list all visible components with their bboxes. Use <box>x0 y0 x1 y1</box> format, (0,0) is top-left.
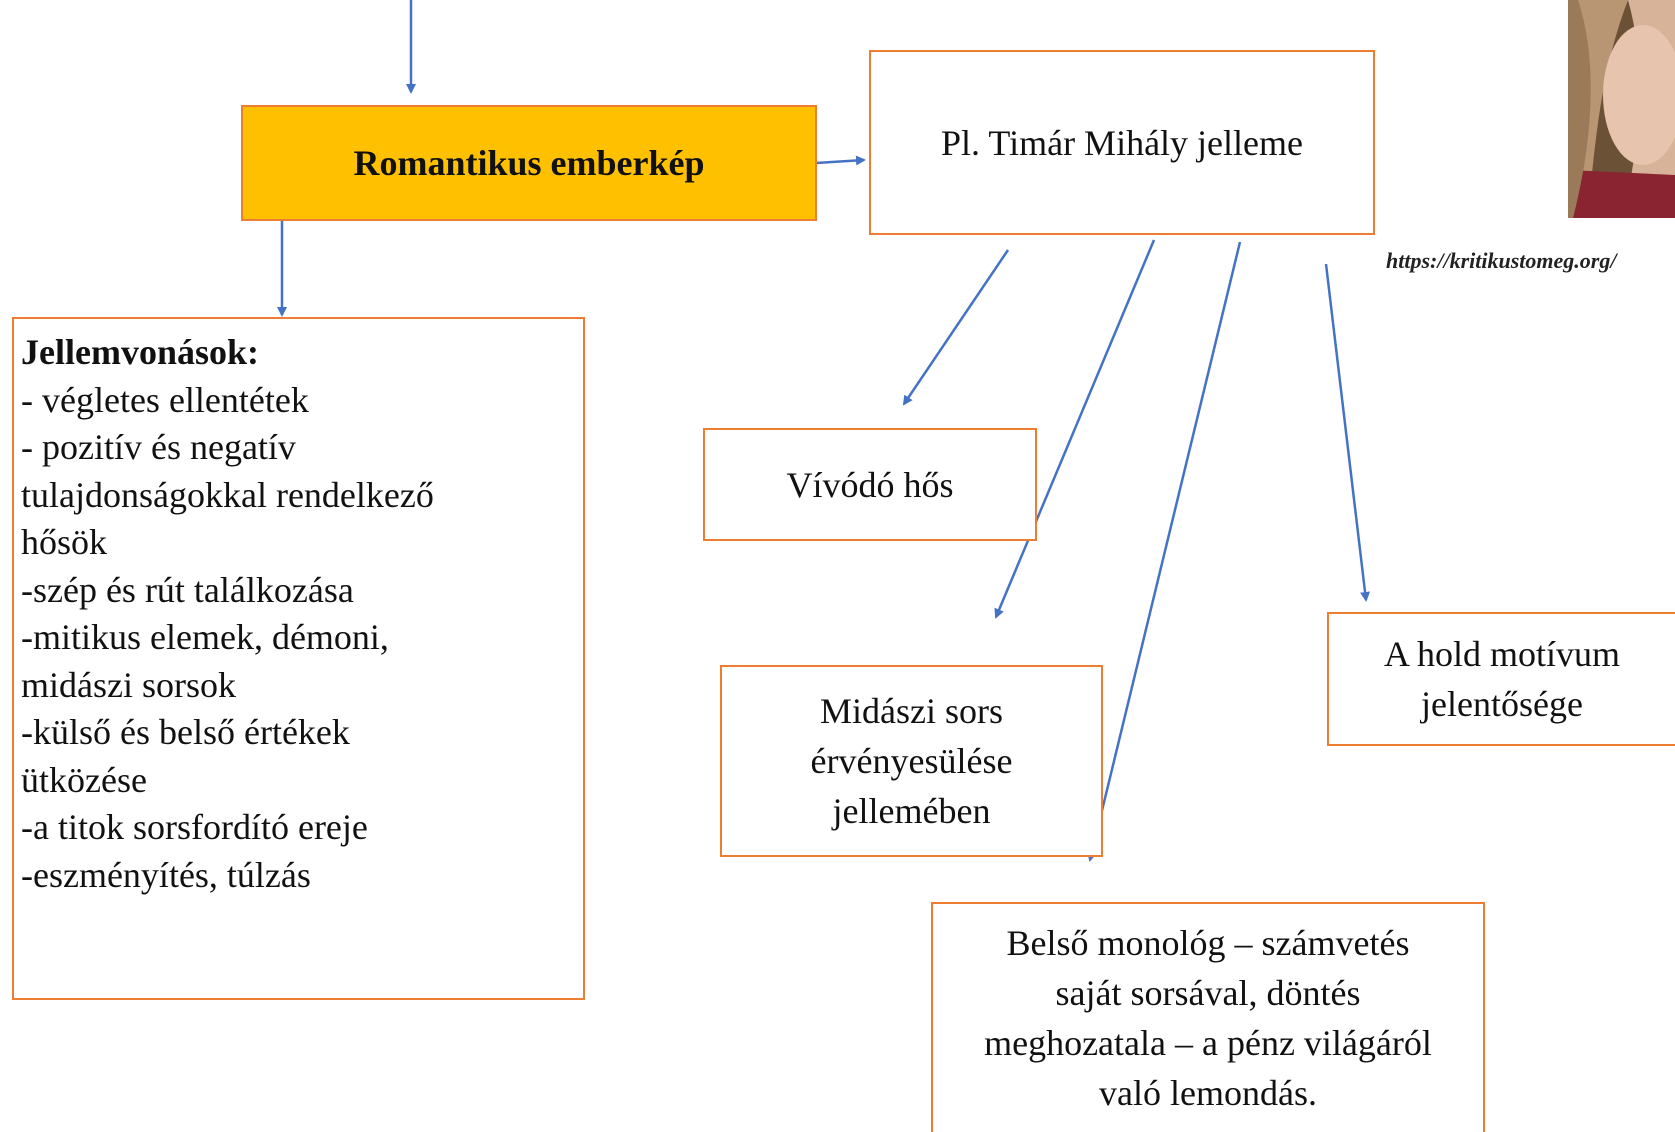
traits-heading: Jellemvonások: <box>21 332 259 372</box>
midaszi-line: jellemében <box>832 791 991 831</box>
traits-line: -eszményítés, túlzás <box>21 854 311 895</box>
traits-line: -szép és rút találkozása <box>21 569 354 610</box>
monolog-line: való lemondás. <box>1099 1073 1317 1113</box>
monolog-line: Belső monológ – számvetés <box>1006 923 1410 963</box>
arrow-character-to-midaszi <box>994 239 1156 619</box>
image-credit: https://kritikustomeg.org/ <box>1386 248 1617 273</box>
arrow-character-to-hold <box>1324 263 1371 602</box>
monolog-line: saját sorsával, döntés <box>1055 973 1361 1013</box>
traits-line: -mitikus elemek, démoni, <box>21 617 389 657</box>
hold-box: A hold motívum jelentősége <box>1327 612 1675 746</box>
traits-line: ütközése <box>21 759 147 800</box>
traits-line: -külső és belső értékek <box>21 712 350 752</box>
arrow-main-to-character <box>815 155 866 166</box>
vivodo-label: Vívódó hős <box>786 464 954 505</box>
traits-line: tulajdonságokkal rendelkező <box>21 474 434 515</box>
midaszi-box: Midászi sors érvényesülése jellemében <box>720 665 1103 857</box>
traits-line: midászi sorsok <box>21 664 236 705</box>
hold-line: jelentősége <box>1421 684 1583 724</box>
hold-line: A hold motívum <box>1383 634 1621 674</box>
vivodo-box: Vívódó hős <box>703 428 1037 541</box>
traits-box: Jellemvonások: - végletes ellentétek - p… <box>12 317 585 1000</box>
main-concept-box: Romantikus emberkép <box>241 105 817 221</box>
main-concept-label: Romantikus emberkép <box>353 143 705 183</box>
character-box: Pl. Timár Mihály jelleme <box>869 50 1375 235</box>
traits-line: hősök <box>21 522 108 562</box>
character-label: Pl. Timár Mihály jelleme <box>940 122 1303 163</box>
arrow-character-to-monolog <box>1087 241 1242 862</box>
midaszi-line: Midászi sors <box>820 691 1003 731</box>
monolog-line: meghozatala – a pénz világáról <box>984 1023 1432 1063</box>
portrait-photo <box>1568 0 1675 218</box>
traits-line: -a titok sorsfordító ereje <box>21 807 368 847</box>
midaszi-line: érvényesülése <box>810 741 1013 781</box>
traits-line: - pozitív és negatív <box>21 427 296 467</box>
arrow-character-to-vivodo <box>902 249 1010 406</box>
traits-line: - végletes ellentétek <box>21 379 309 420</box>
monolog-box: Belső monológ – számvetés saját sorsával… <box>931 902 1485 1132</box>
